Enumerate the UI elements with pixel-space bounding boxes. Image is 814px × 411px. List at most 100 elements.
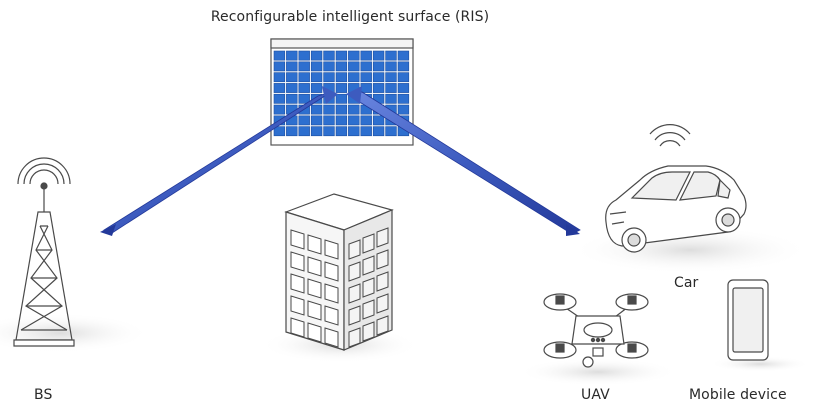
ris-element	[298, 115, 310, 126]
ris-element	[372, 61, 385, 72]
building-window	[290, 251, 305, 272]
building-window	[376, 315, 389, 336]
ris-element	[273, 50, 286, 61]
ris-element	[323, 61, 335, 72]
building-window	[348, 327, 361, 348]
ris-element	[360, 50, 372, 61]
ris-label: Reconfigurable intelligent surface (RIS)	[210, 9, 490, 25]
building-window	[376, 249, 389, 270]
bs-label: BS	[34, 387, 53, 403]
ris-element	[286, 126, 298, 137]
ris-element	[310, 61, 323, 72]
ris-element	[360, 126, 372, 137]
ris-element	[372, 126, 385, 137]
drone-icon	[518, 293, 678, 386]
building-window	[307, 322, 322, 343]
ris-element	[348, 115, 360, 126]
ris-element	[298, 61, 310, 72]
ris-element	[372, 72, 385, 83]
ris-element	[298, 50, 310, 61]
ris-element	[286, 83, 298, 93]
ris-element	[385, 126, 397, 137]
ris-element	[385, 61, 397, 72]
ris-element	[273, 83, 286, 93]
building-window	[376, 271, 389, 292]
ris-element	[323, 72, 335, 83]
ris-element	[397, 72, 410, 83]
ris-element	[298, 93, 310, 104]
beam-to-car	[346, 86, 581, 236]
ris-element	[372, 50, 385, 61]
building-window	[307, 278, 322, 299]
building-window	[362, 321, 375, 342]
ris-element	[310, 72, 323, 83]
cell-tower-icon	[0, 157, 150, 353]
building-window	[362, 233, 375, 254]
ris-element	[323, 104, 335, 115]
ris-element	[273, 93, 286, 104]
ris-element	[348, 50, 360, 61]
building-window	[324, 283, 339, 304]
ris-element	[372, 83, 385, 93]
ris-element	[335, 115, 348, 126]
ris-element	[348, 72, 360, 83]
building-window	[324, 327, 339, 348]
ris-element	[335, 72, 348, 83]
ris-element	[335, 50, 348, 61]
ris-element	[323, 115, 335, 126]
building-window	[348, 239, 361, 260]
ris-element	[298, 72, 310, 83]
building-icon	[260, 193, 420, 363]
building-window	[348, 283, 361, 304]
building-window	[324, 305, 339, 326]
car-label: Car	[674, 275, 699, 291]
uav-label: UAV	[581, 387, 610, 403]
ris-element	[385, 93, 397, 104]
ris-element	[310, 104, 323, 115]
ris-element	[273, 61, 286, 72]
ris-element	[335, 126, 348, 137]
building-window	[307, 300, 322, 321]
ris-element	[360, 72, 372, 83]
building-window	[290, 317, 305, 338]
ris-element	[298, 83, 310, 93]
ris-panel	[270, 38, 414, 146]
ris-element	[273, 72, 286, 83]
ris-element	[273, 104, 286, 115]
ris-element	[286, 72, 298, 83]
car-icon	[570, 165, 810, 274]
ris-element	[397, 83, 410, 93]
building-window	[324, 239, 339, 260]
ris-element	[323, 50, 335, 61]
ris-element	[360, 83, 372, 93]
ris-element	[385, 72, 397, 83]
ris-element	[286, 93, 298, 104]
wifi-icon	[649, 124, 691, 147]
ris-element	[310, 50, 323, 61]
ris-element	[397, 50, 410, 61]
building-window	[307, 234, 322, 255]
building-window	[307, 256, 322, 277]
building-window	[362, 299, 375, 320]
ris-element	[385, 83, 397, 93]
building-window	[348, 305, 361, 326]
ris-element	[273, 126, 286, 137]
ris-element	[286, 61, 298, 72]
ris-element	[335, 104, 348, 115]
ris-element	[348, 104, 360, 115]
building-window	[348, 261, 361, 282]
building-window	[376, 293, 389, 314]
ris-element	[360, 115, 372, 126]
building-window	[362, 277, 375, 298]
building-window	[376, 227, 389, 248]
building-window	[290, 229, 305, 250]
ris-element	[286, 50, 298, 61]
mobile-device-label: Mobile device	[689, 387, 787, 403]
building-window	[324, 261, 339, 282]
building-window	[362, 255, 375, 276]
ris-element	[397, 93, 410, 104]
ris-element	[310, 115, 323, 126]
ris-element	[372, 115, 385, 126]
building-window	[290, 295, 305, 316]
